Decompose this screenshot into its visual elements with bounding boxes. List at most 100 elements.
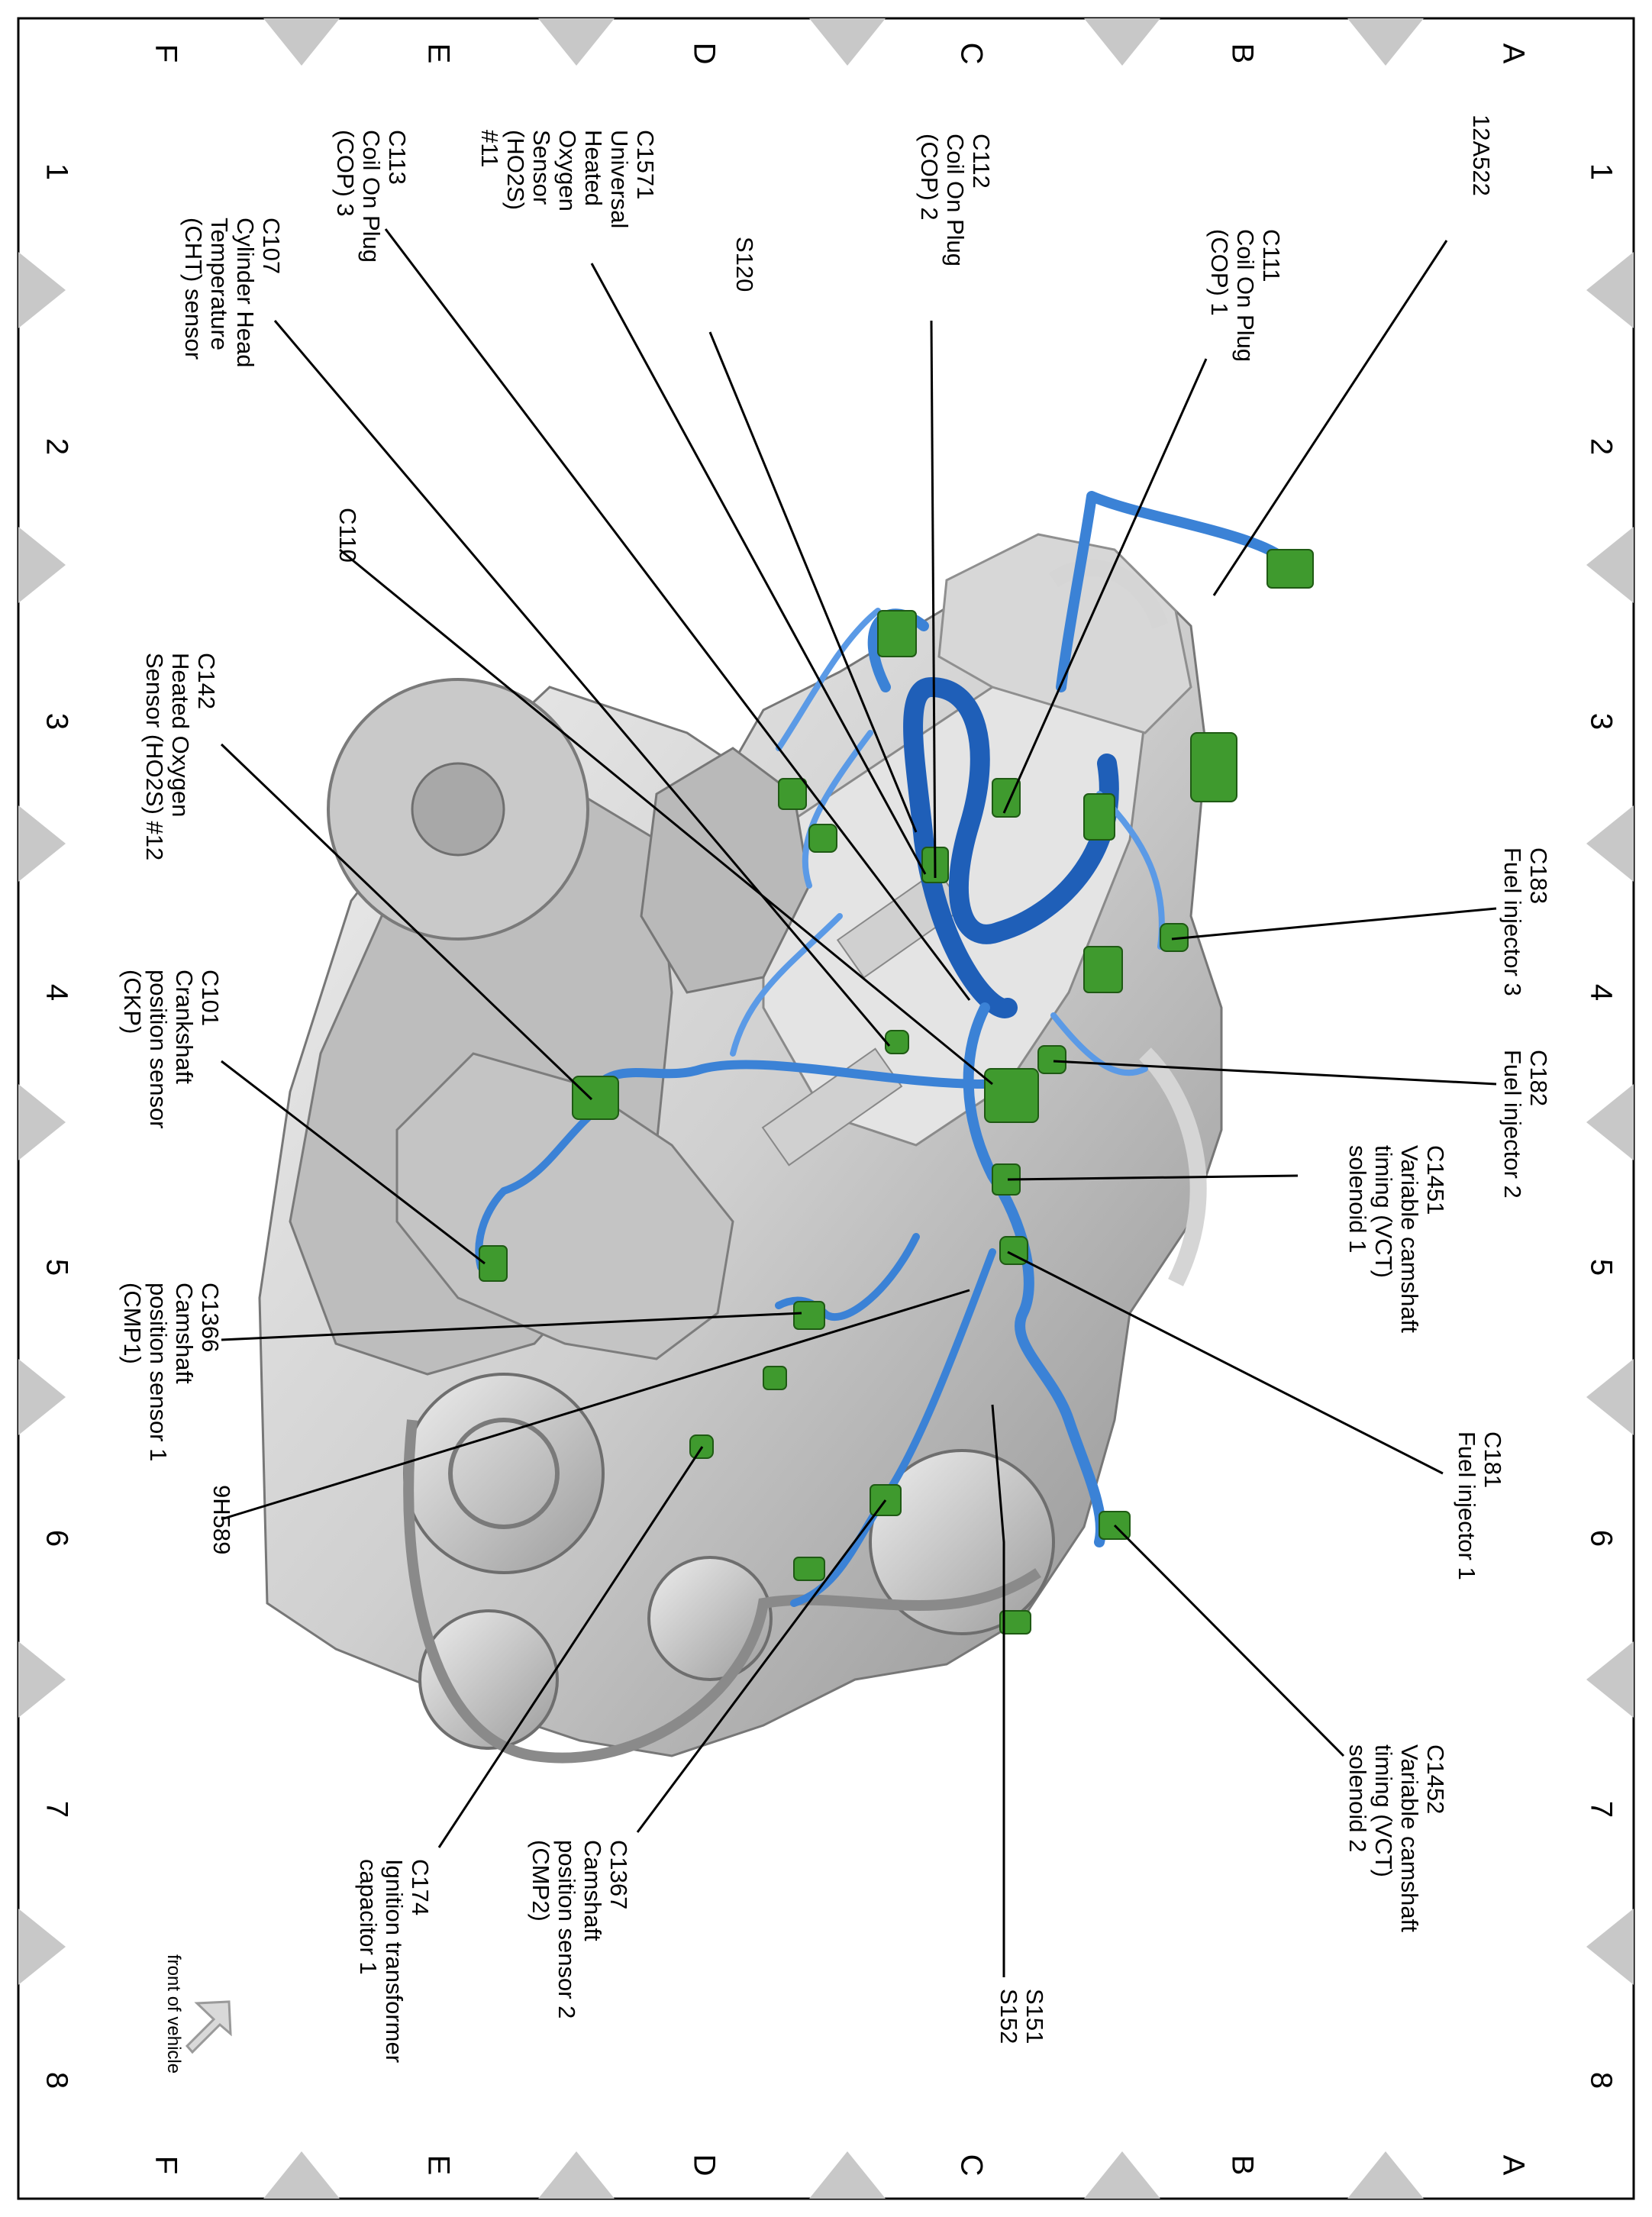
accessory-pulley-2 (647, 1556, 773, 1681)
harness-branch (730, 608, 881, 1057)
callout-line: position sensor 2 (553, 1840, 580, 2019)
callout-line: (CHT) sensor (180, 218, 207, 360)
leader-c101 (221, 1060, 486, 1265)
callout-line: capacitor 1 (355, 1859, 382, 1975)
callout-line: C182 (1525, 1050, 1552, 1106)
callout-line: C183 (1525, 847, 1552, 904)
grid-marker-top (538, 18, 615, 66)
callout-line: C142 (193, 653, 220, 709)
harness-trunk (903, 677, 1119, 1018)
grid-marker-top (263, 18, 340, 66)
callout-line: Coil On Plug (1232, 229, 1259, 362)
callout-line: C110 (334, 508, 361, 563)
grid-marker-left (18, 527, 66, 603)
callout-c113: C113Coil On Plug(COP) 3 (332, 130, 411, 263)
callout-line: position sensor (145, 970, 172, 1129)
grid-letter: B (1225, 44, 1259, 64)
callout-line: C107 (258, 218, 285, 274)
accessory-pulley (418, 1609, 559, 1750)
callout-line: C1571 (632, 130, 659, 199)
leader-c1451 (1007, 1174, 1299, 1181)
grid-number: 2 (40, 438, 73, 455)
grid-letter: B (1225, 2155, 1259, 2176)
grid-marker-bottom (809, 2151, 886, 2199)
connector-intake-3 (877, 610, 917, 657)
flywheel-hub (411, 762, 505, 857)
grid-marker-left (18, 805, 66, 882)
grid-number: 7 (1584, 1801, 1618, 1818)
callout-line: Temperature (206, 218, 233, 350)
callout-line: timing (VCT) (1370, 1145, 1397, 1278)
callout-line: 9H589 (208, 1485, 235, 1554)
connector-12a522 (1266, 549, 1314, 589)
leader-c110 (339, 548, 993, 1086)
callout-line: solenoid 1 (1344, 1145, 1371, 1253)
grid-number: 6 (1584, 1530, 1618, 1547)
grid-letter: F (149, 2156, 182, 2174)
grid-letter: F (149, 44, 182, 63)
callout-line: S151 (1021, 1989, 1048, 2044)
grid-letter: C (954, 43, 988, 65)
callout-line: Variable camshaft (1396, 1744, 1423, 1932)
connector-c1366 (793, 1301, 825, 1330)
leader-c113 (384, 228, 971, 1001)
callout-line: Universal (606, 130, 633, 228)
harness-branch (583, 1060, 989, 1104)
callout-line: C101 (197, 970, 224, 1026)
callout-c111: C111Coil On Plug(COP) 1 (1206, 229, 1285, 362)
grid-marker-right (1586, 1909, 1634, 1985)
connector-c101 (479, 1245, 508, 1282)
grid-marker-top (1084, 18, 1160, 66)
callout-line: Sensor (528, 130, 555, 205)
callout-line: 12A522 (1468, 115, 1495, 196)
grid-number: 7 (40, 1801, 73, 1818)
grid-number: 5 (40, 1259, 73, 1276)
grid-marker-top (809, 18, 886, 66)
grid-number: 3 (40, 713, 73, 730)
grid-markers (18, 18, 1634, 2199)
connector-front-1 (999, 1610, 1031, 1635)
callout-line: Oxygen (554, 130, 581, 211)
grid-marker-right (1586, 1084, 1634, 1160)
grid-number: 4 (40, 984, 73, 1001)
leader-c183 (1171, 907, 1497, 941)
callout-12a522: 12A522 (1468, 115, 1495, 196)
callout-c107: C107Cylinder HeadTemperature(CHT) sensor (180, 218, 285, 367)
callout-9h589: 9H589 (208, 1485, 235, 1554)
callout-line: Fuel injector 3 (1499, 847, 1526, 996)
connectors (479, 549, 1314, 1635)
harness-branch (802, 730, 1165, 1076)
callout-line: Coil On Plug (942, 134, 969, 266)
callout-c183: C183Fuel injector 3 (1499, 847, 1552, 996)
callout-line: C111 (1258, 229, 1285, 282)
callout-line: C1367 (605, 1840, 632, 1909)
callout-line: C1452 (1422, 1744, 1449, 1814)
grid-number: 8 (1584, 2072, 1618, 2089)
harness-branch (775, 1233, 920, 1321)
leader-9h589 (221, 1289, 970, 1521)
grid-letter: D (687, 2154, 721, 2177)
callout-c112: C112Coil On Plug(COP) 2 (916, 134, 995, 266)
grid-marker-right (1586, 1641, 1634, 1718)
callout-line: Heated Oxygen (167, 653, 194, 817)
grid-number: 1 (40, 163, 73, 180)
grid-marker-bottom (1347, 2151, 1424, 2199)
grid-number: 4 (1584, 984, 1618, 1001)
callout-c1452: C1452Variable camshafttiming (VCT)soleno… (1344, 1744, 1449, 1932)
grid-letter: C (954, 2154, 988, 2177)
callout-c101: C101Crankshaftposition sensor(CKP) (119, 970, 224, 1129)
callout-line: Fuel injector 1 (1454, 1431, 1480, 1580)
leader-c174 (437, 1446, 704, 1848)
grid-number: 3 (1584, 713, 1618, 730)
callout-c174: C174Ignition transformercapacitor 1 (355, 1859, 434, 2063)
leader-c181 (1007, 1250, 1444, 1475)
callout-line: (CMP1) (119, 1283, 146, 1364)
grid-marker-right (1586, 805, 1634, 882)
grid-marker-bottom (263, 2151, 340, 2199)
grid-letter: A (1496, 44, 1530, 64)
grid-marker-right (1586, 252, 1634, 328)
callout-line: Heated (580, 130, 607, 206)
oil-pan (395, 1052, 734, 1360)
callout-line: C174 (407, 1859, 434, 1915)
exhaust-manifold (640, 747, 811, 994)
